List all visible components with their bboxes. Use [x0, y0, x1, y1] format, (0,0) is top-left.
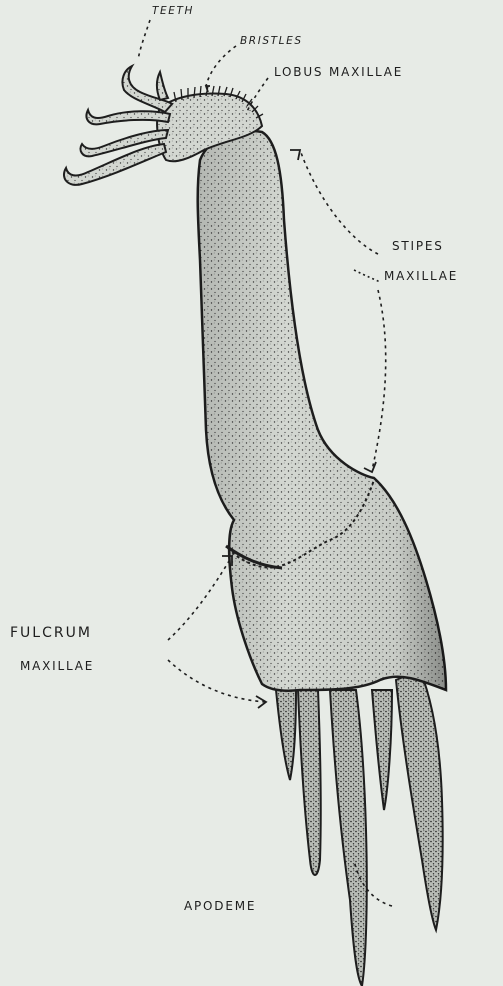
apodeme-prongs — [276, 670, 443, 986]
label-lobus-maxillae: LOBUS MAXILLAE — [274, 66, 403, 78]
teeth — [64, 66, 172, 185]
label-fulcrum: FULCRUM — [10, 626, 92, 640]
label-apodeme: APODEME — [184, 900, 256, 912]
label-teeth: TEETH — [152, 6, 194, 17]
label-stipes: STIPES — [392, 240, 444, 252]
label-fulcrum-maxillae: MAXILLAE — [20, 660, 94, 672]
label-bristles: BRISTLES — [240, 36, 303, 47]
maxilla-body — [198, 131, 446, 691]
label-stipes-maxillae: MAXILLAE — [384, 270, 458, 282]
